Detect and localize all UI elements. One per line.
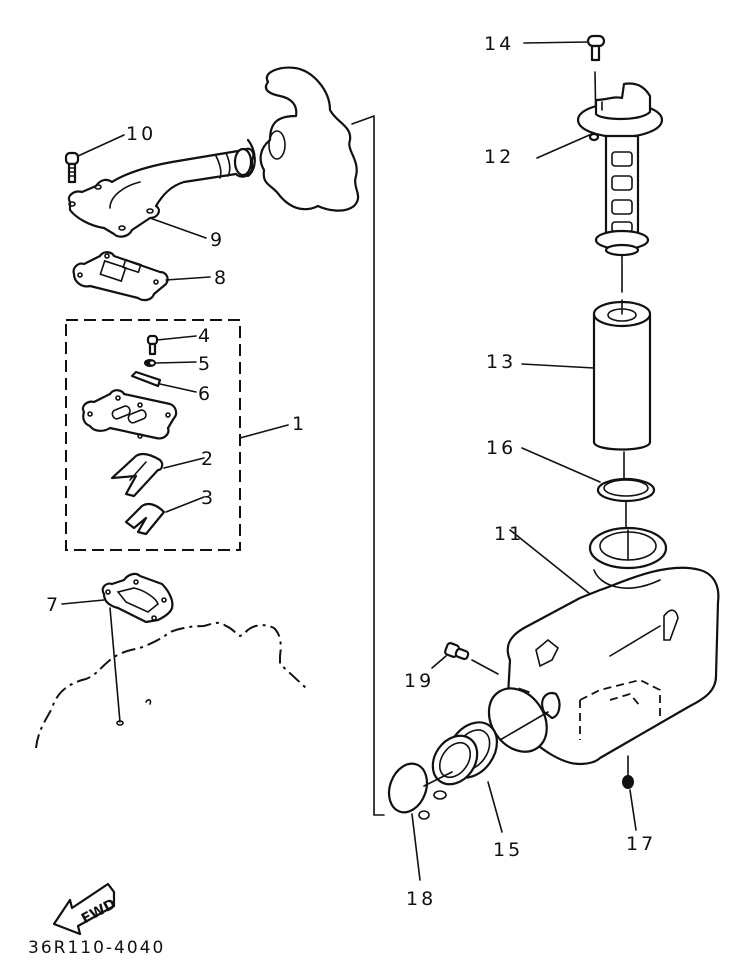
callout-17: 17 [626,833,656,855]
callout-labels: 1 2 3 4 5 6 7 8 9 10 11 12 13 14 15 16 1… [46,33,656,910]
callout-10: 10 [126,123,156,145]
callout-8: 8 [214,267,229,289]
callout-15: 15 [493,839,523,861]
part-1-reed-valve-kit [65,319,289,551]
part-9-intake-manifold [67,147,255,239]
part-7-gasket [61,572,174,726]
part-15-filter-cap [431,687,549,833]
part-11-oil-tank [506,526,720,766]
part-8-gasket [72,251,211,302]
callout-19: 19 [404,670,434,692]
forward-direction-marker: FWD [52,882,119,936]
callout-12: 12 [484,146,514,168]
part-19-plug-bolt [431,642,499,675]
callout-3: 3 [201,487,216,509]
part-18-circlip [387,762,453,881]
callout-18: 18 [406,888,436,910]
part-17-drain-screw [622,755,637,831]
callout-14: 14 [484,33,514,55]
part-12-strainer [536,82,664,293]
callout-4: 4 [198,325,213,347]
callout-16: 16 [486,437,516,459]
callout-1: 1 [292,413,307,435]
part-10-bolt [64,134,125,184]
part-16-seal-ring [521,447,656,531]
engine-outline-bottom [35,621,307,749]
callout-7: 7 [46,594,61,616]
callout-11: 11 [494,523,524,545]
callout-6: 6 [198,383,213,405]
callout-9: 9 [210,229,225,251]
part-13-filter-element [521,299,652,481]
callout-5: 5 [198,353,213,375]
callout-2: 2 [201,448,216,470]
engine-outline-top [246,66,385,816]
drawing-code: 36R110-4040 [28,938,165,958]
callout-13: 13 [486,351,516,373]
